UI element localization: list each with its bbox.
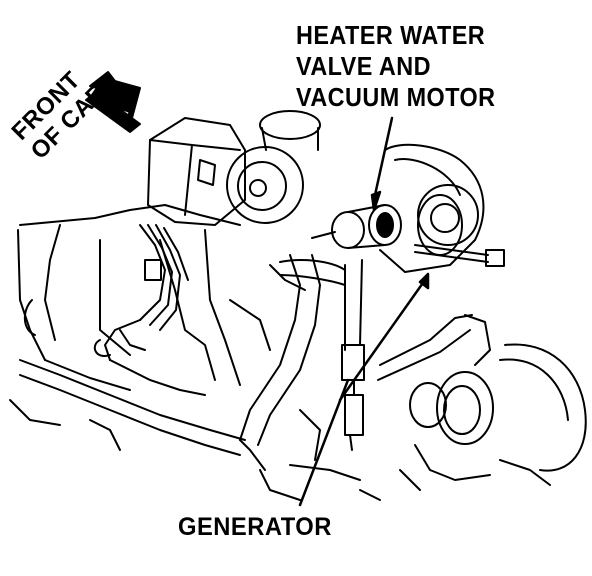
connector: [341, 344, 365, 451]
heater-valve-label-line2: VALVE AND: [296, 51, 431, 81]
filler-cap: [259, 110, 321, 151]
ignition-module: [147, 117, 246, 226]
front-arrow-icon: [85, 71, 141, 133]
lower-details: [259, 409, 421, 501]
bolt: [414, 244, 505, 267]
heater-hoses: [19, 254, 491, 471]
ac-compressor: [379, 143, 485, 273]
heater-valve-leader: [373, 116, 394, 197]
wiring-harness: [93, 224, 189, 361]
engine-block: [9, 204, 306, 451]
leader-lines: [298, 116, 430, 507]
generator: [409, 343, 587, 486]
heater-valve-label-line3: VACUUM MOTOR: [296, 82, 496, 112]
heater-valve-label: HEATER WATER VALVE AND VACUUM MOTOR: [296, 22, 518, 115]
heater-valve-label-line1: HEATER WATER: [296, 20, 486, 50]
water-pump-pulley: [226, 146, 304, 224]
heater-water-valve: [311, 204, 402, 249]
generator-label: GENERATOR: [178, 513, 332, 541]
